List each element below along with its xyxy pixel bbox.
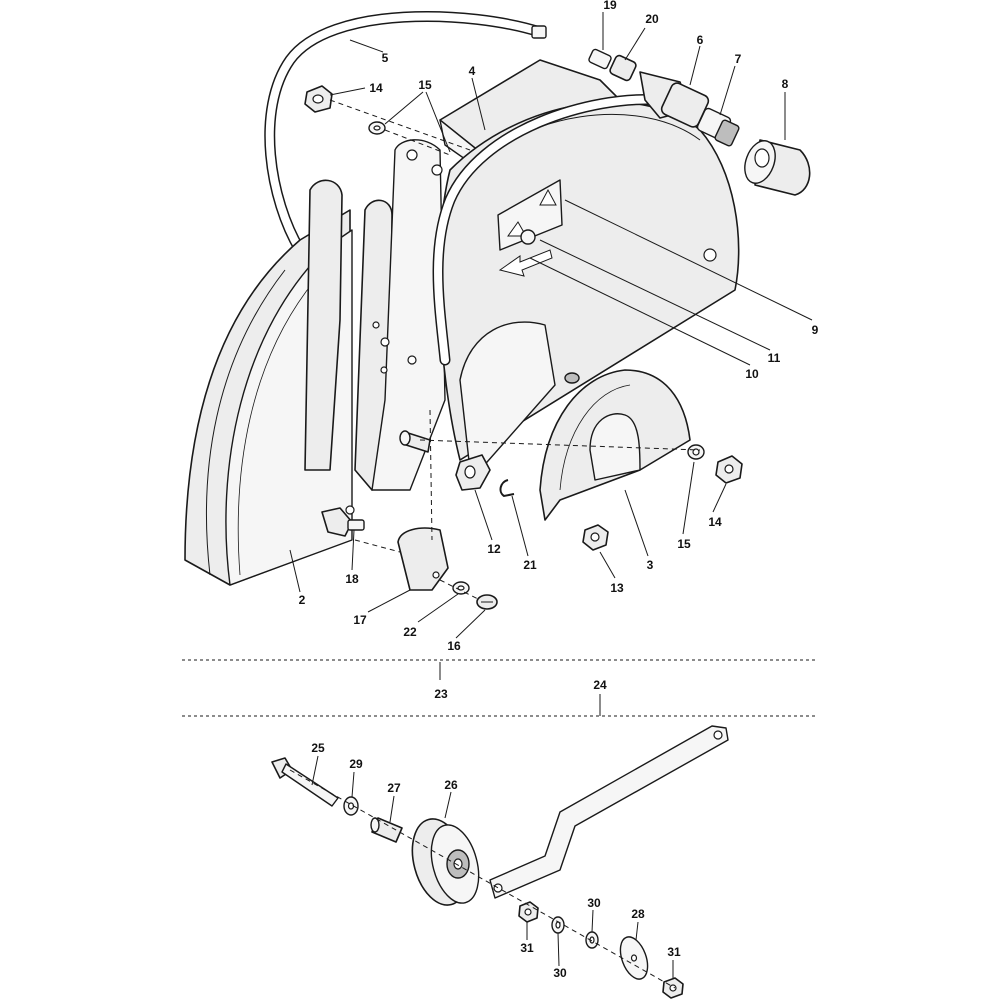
callout-29: 29 — [349, 757, 363, 771]
nut-part-31-right — [662, 977, 684, 999]
disc-part-28 — [619, 936, 649, 980]
callout-27: 27 — [387, 781, 401, 795]
callout-26: 26 — [444, 778, 458, 792]
washer-part-29 — [343, 796, 359, 816]
callout-14-right: 14 — [708, 515, 722, 529]
clip-part-21 — [499, 479, 515, 498]
callout-15-top: 15 — [418, 78, 432, 92]
guard-bracket — [304, 139, 446, 515]
callout-17: 17 — [353, 613, 367, 627]
lever-part-17 — [397, 527, 449, 591]
leader-lines-lower — [311, 755, 674, 978]
bolt-part-25 — [271, 757, 339, 807]
callout-30-right: 30 — [587, 896, 601, 910]
callout-6: 6 — [697, 33, 704, 47]
spacer-part-12 — [455, 454, 491, 491]
leader-lines-upper — [289, 12, 813, 639]
adjuster-part-18 — [321, 507, 365, 537]
callout-20: 20 — [645, 12, 659, 26]
callout-18: 18 — [345, 572, 359, 586]
callout-4: 4 — [469, 64, 476, 78]
callout-11: 11 — [768, 351, 781, 365]
nut-part-14-top — [304, 85, 333, 113]
washer-part-15-right — [687, 444, 705, 460]
nut-part-31-left — [518, 901, 539, 923]
water-valve-assembly — [588, 48, 740, 147]
callout-10: 10 — [745, 367, 759, 381]
callout-25: 25 — [311, 741, 325, 755]
callout-31-right: 31 — [667, 945, 681, 959]
wheel-part-26 — [411, 818, 480, 906]
callout-19: 19 — [603, 0, 617, 12]
callout-5: 5 — [382, 51, 389, 65]
hose-front — [432, 94, 666, 366]
arm-part-24 — [489, 725, 729, 899]
warning-triangle-icon — [539, 188, 557, 206]
callout-12: 12 — [487, 542, 501, 556]
washer-part-30-left — [551, 916, 565, 934]
callout-2: 2 — [299, 593, 306, 607]
coupling-part-8 — [744, 139, 811, 196]
callout-31-left: 31 — [520, 941, 534, 955]
callout-21: 21 — [523, 558, 537, 572]
callout-labels: 19 20 6 7 8 5 14 15 4 9 11 10 12 21 13 3… — [299, 0, 819, 980]
callout-9: 9 — [812, 323, 819, 337]
callout-30-left: 30 — [553, 966, 567, 980]
callout-24: 24 — [593, 678, 607, 692]
washer-part-30-right — [585, 931, 599, 949]
screw-part-16 — [476, 594, 498, 610]
direction-arrow-icon — [498, 249, 553, 277]
callout-13: 13 — [610, 581, 624, 595]
callout-15-right: 15 — [677, 537, 691, 551]
callout-14-top: 14 — [369, 81, 383, 95]
callout-23: 23 — [434, 687, 448, 701]
hose-part-5 — [264, 10, 547, 256]
nut-part-13 — [582, 524, 609, 551]
callout-16: 16 — [447, 639, 461, 653]
washer-part-22 — [452, 581, 470, 595]
spacer-pin — [399, 430, 431, 453]
nut-part-14-right — [715, 455, 743, 484]
sleeve-part-27 — [370, 817, 403, 843]
callout-8: 8 — [782, 77, 789, 91]
lower-guard-part-3 — [459, 321, 691, 521]
washer-part-15-top — [368, 121, 386, 135]
callout-7: 7 — [735, 52, 742, 66]
callout-3: 3 — [647, 558, 654, 572]
callout-22: 22 — [403, 625, 417, 639]
callout-28: 28 — [631, 907, 645, 921]
